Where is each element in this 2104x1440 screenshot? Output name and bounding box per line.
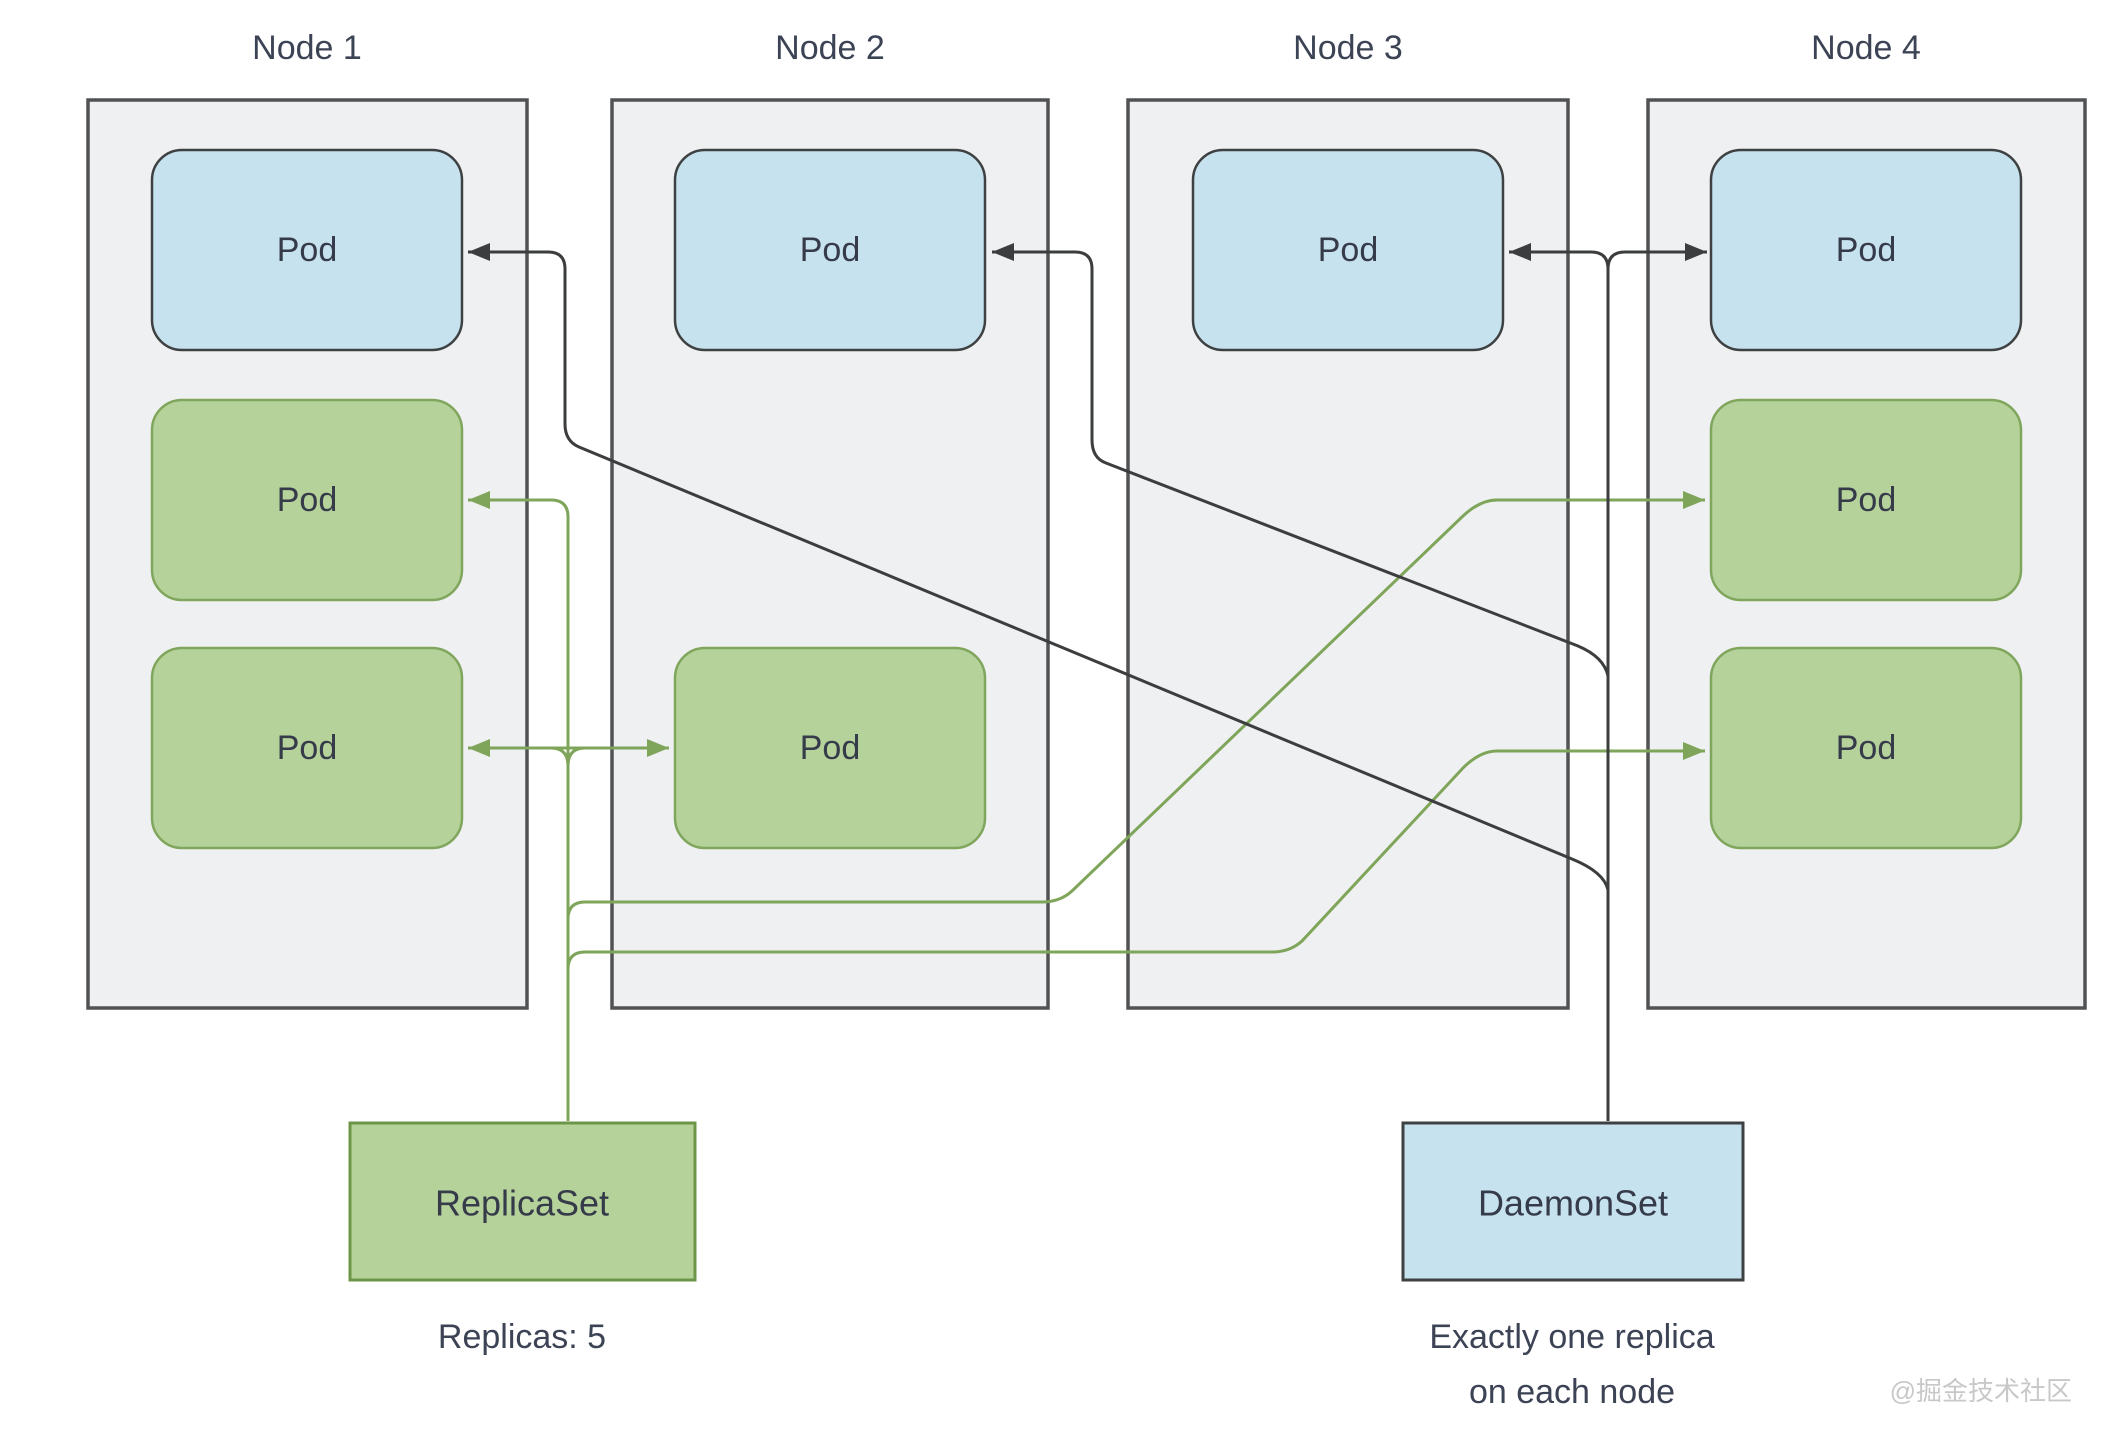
daemonset-caption-line2: on each node: [1469, 1373, 1675, 1411]
node4-pod-green2-label: Pod: [1836, 729, 1897, 767]
node4-pod-blue: Pod: [1709, 148, 2023, 352]
node2-pod-blue-label: Pod: [800, 231, 861, 269]
node1-pod-green1-box: [150, 398, 464, 602]
replicaset-branch-to-node4-pod2-arrow: [566, 491, 1705, 920]
node3-pod-blue-box: [1191, 148, 1505, 352]
daemonset-box: DaemonSet: [1401, 1121, 1745, 1282]
node1-pod-green1-label: Pod: [277, 481, 338, 519]
daemonset-title: DaemonSet: [1478, 1183, 1668, 1224]
replicaset-trunk-junction-fillets: [550, 746, 586, 767]
node1-pod-blue-box: [150, 148, 464, 352]
node3-pod-blue-label: Pod: [1318, 231, 1379, 269]
watermark: @掘金技术社区: [1890, 1376, 2072, 1406]
node4-pod-green1-box: [1709, 398, 2023, 602]
node1-pod-green-1: Pod: [150, 398, 464, 602]
daemonset-line-to-node2-arrow: [992, 243, 1610, 677]
node4-pod-green1-label: Pod: [1836, 481, 1897, 519]
node3-label: Node 3: [1293, 29, 1403, 67]
node4-pod-green-1: Pod: [1709, 398, 2023, 602]
daemonset-rect: [1401, 1121, 1745, 1282]
daemonset-caption-line1: Exactly one replica: [1429, 1318, 1714, 1356]
daemonset-line-to-node1-arrow: [468, 243, 1610, 891]
daemonset-fork-to-node4-arrow: [1606, 243, 1707, 270]
node1-pod-green-2: Pod: [150, 646, 464, 850]
node4-pod-blue-label: Pod: [1836, 231, 1897, 269]
replicaset-caption: Replicas: 5: [438, 1318, 606, 1356]
node1-pod-green2-box: [150, 646, 464, 850]
node2-pod-green: Pod: [673, 646, 987, 850]
node2-pod-green-label: Pod: [800, 729, 861, 767]
node4-pod-blue-box: [1709, 148, 2023, 352]
node1-pod-green2-label: Pod: [277, 729, 338, 767]
node3-pod-blue: Pod: [1191, 148, 1505, 352]
node2-pod-blue: Pod: [673, 148, 987, 352]
replicaset-box: ReplicaSet: [348, 1121, 697, 1282]
node4-label: Node 4: [1811, 29, 1921, 67]
replicaset-title: ReplicaSet: [435, 1183, 609, 1224]
replicaset-branch-to-node4-pod3-arrow: [566, 742, 1705, 970]
node2-label: Node 2: [775, 29, 885, 67]
node1-pod-blue-label: Pod: [277, 231, 338, 269]
node4-pod-green2-box: [1709, 646, 2023, 850]
node1-label: Node 1: [252, 29, 362, 67]
node2-pod-green-box: [673, 646, 987, 850]
node1-pod-blue: Pod: [150, 148, 464, 352]
replicaset-trunk-to-node1-pod2-arrow: [468, 491, 570, 1121]
node2-pod-blue-box: [673, 148, 987, 352]
replicaset-rect: [348, 1121, 697, 1282]
node4-pod-green-2: Pod: [1709, 646, 2023, 850]
